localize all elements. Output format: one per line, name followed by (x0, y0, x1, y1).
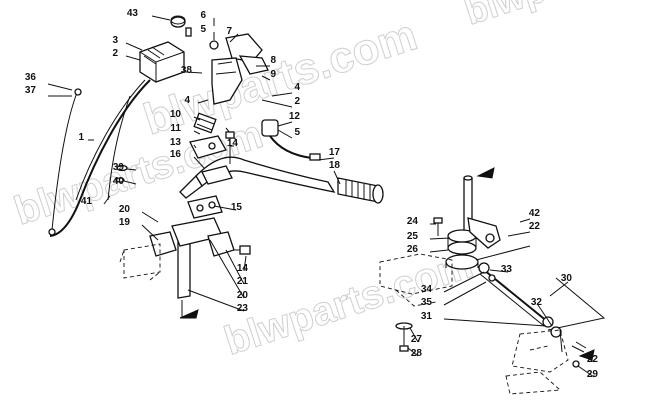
part-callout-26: 26 (407, 244, 419, 255)
part-callout-2: 2 (112, 48, 118, 59)
part-callout-28: 28 (411, 348, 423, 359)
part-callout-25: 25 (407, 231, 419, 242)
part-callout-27: 27 (411, 334, 423, 345)
part-callout-32: 32 (531, 297, 543, 308)
right-assembly (379, 167, 606, 395)
part-callout-39: 39 (113, 162, 125, 173)
part-callout-29: 29 (587, 369, 599, 380)
cotter-pin (571, 341, 587, 353)
part-callout-4: 4 (294, 82, 300, 93)
grommet-part (116, 164, 128, 172)
switch-assembly (189, 112, 237, 159)
part-callout-22: 22 (587, 354, 599, 365)
part-callout-43: 43 (127, 8, 139, 19)
direction-arrow-upper (476, 167, 495, 179)
part-callout-18: 18 (329, 160, 341, 171)
part-callout-20: 20 (119, 204, 131, 215)
part-callout-11: 11 (170, 123, 181, 134)
part-callout-14: 14 (227, 138, 239, 149)
part-callout-14: 14 (237, 263, 249, 274)
part-callout-21: 21 (237, 276, 249, 287)
bar-clamps (187, 165, 233, 219)
throttle-cable (49, 79, 151, 237)
part-callout-22: 22 (529, 221, 541, 232)
part-callout-4: 4 (184, 95, 190, 106)
throttle-housing (139, 41, 185, 83)
part-callout-30: 30 (561, 273, 573, 284)
shaft-bearing (445, 229, 479, 270)
part-callout-9: 9 (270, 69, 276, 80)
part-callout-12: 12 (289, 111, 301, 122)
part-callout-5: 5 (294, 127, 300, 138)
steering-post (149, 217, 251, 299)
lever-bracket (211, 33, 269, 105)
handlebar (179, 156, 336, 199)
part-callout-33: 33 (501, 264, 513, 275)
cable-end (51, 89, 79, 231)
part-callout-7: 7 (226, 26, 232, 37)
screw-part (185, 27, 192, 37)
lower-bolt (395, 322, 413, 352)
part-callout-40: 40 (113, 176, 125, 187)
part-callout-5: 5 (200, 24, 206, 35)
part-callout-41: 41 (81, 196, 93, 207)
part-callout-8: 8 (270, 55, 276, 66)
watermark-top: blwparts.com (460, 0, 650, 33)
kill-switch (261, 119, 321, 161)
part-callout-36: 36 (25, 72, 37, 83)
part-callout-37: 37 (25, 85, 37, 96)
cap-part (170, 15, 186, 28)
handlebar-grip (337, 177, 384, 204)
part-callout-2: 2 (294, 96, 300, 107)
part-callout-38: 38 (181, 65, 193, 76)
part-callout-15: 15 (231, 202, 243, 213)
part-callout-19: 19 (119, 217, 131, 228)
part-callout-31: 31 (421, 311, 433, 322)
part-callout-42: 42 (529, 208, 541, 219)
part-callout-3: 3 (112, 35, 118, 46)
part-callout-20: 20 (237, 290, 249, 301)
part-callout-16: 16 (170, 149, 182, 160)
part-callout-24: 24 (407, 216, 419, 227)
part-callout-17: 17 (329, 147, 341, 158)
part-callout-34: 34 (421, 284, 433, 295)
part-callout-6: 6 (200, 10, 206, 21)
part-callout-13: 13 (170, 137, 182, 148)
left-assembly (47, 15, 531, 319)
part-callout-10: 10 (170, 109, 182, 120)
part-callout-23: 23 (237, 303, 249, 314)
watermark-lower: blwparts.com (219, 242, 478, 364)
part-callout-1: 1 (78, 132, 84, 143)
ball-joint (550, 326, 562, 338)
part-callout-35: 35 (421, 297, 433, 308)
bushing-part (209, 40, 219, 50)
